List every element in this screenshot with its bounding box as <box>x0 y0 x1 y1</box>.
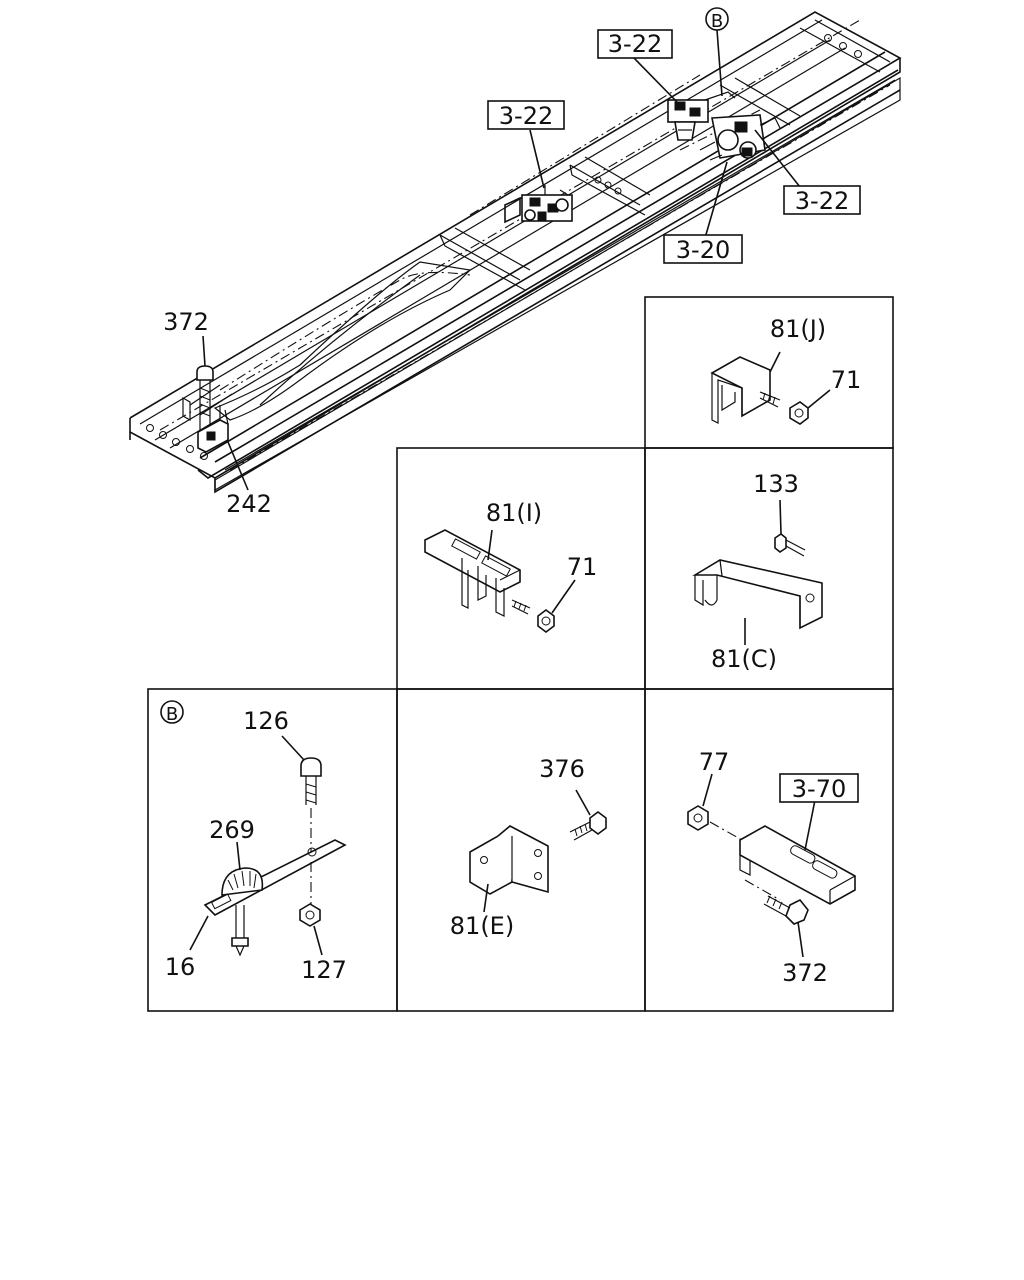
label-376: 376 <box>539 755 585 783</box>
label-77: 77 <box>699 748 730 776</box>
panel-81i: 81(I) 71 <box>424 499 598 633</box>
ref-box-3-20[interactable]: 3-20 <box>663 234 743 264</box>
label-81j: 81(J) <box>770 315 826 343</box>
valve-assembly-center <box>504 185 573 224</box>
label-372-main: 372 <box>163 308 209 336</box>
bolt-372-panel <box>763 895 809 925</box>
nut-127 <box>299 903 321 927</box>
clamp-269 <box>221 867 264 896</box>
nut-77 <box>687 805 709 831</box>
callout-b-panel: B <box>160 700 184 725</box>
label-242-main: 242 <box>226 490 272 518</box>
bolt-81j <box>759 391 781 408</box>
bracket-81e <box>469 825 549 895</box>
label-71-i: 71 <box>567 553 598 581</box>
svg-text:3-22: 3-22 <box>795 187 849 215</box>
bolt-372-frame <box>182 365 214 430</box>
svg-text:3-22: 3-22 <box>499 102 553 130</box>
svg-text:3-20: 3-20 <box>676 236 730 264</box>
bracket-3-70 <box>739 825 856 905</box>
label-16: 16 <box>165 953 196 981</box>
label-133: 133 <box>753 470 799 498</box>
callout-b-main: B <box>705 7 729 32</box>
bracket-16 <box>203 839 347 957</box>
chassis-frame <box>129 11 902 494</box>
svg-text:B: B <box>166 704 178 725</box>
bolt-133 <box>774 533 806 557</box>
nut-71-i <box>537 609 555 633</box>
label-127: 127 <box>301 956 347 984</box>
ref-box-3-22-top[interactable]: 3-22 <box>597 29 673 59</box>
bracket-81i <box>424 529 521 617</box>
svg-text:3-70: 3-70 <box>792 775 846 803</box>
label-81i: 81(I) <box>486 499 542 527</box>
panel-81j: 81(J) 71 <box>710 315 862 425</box>
panel-81e: 376 81(E) <box>450 755 607 940</box>
valve-assembly-upper <box>667 91 736 141</box>
ref-box-3-70[interactable]: 3-70 <box>779 773 859 803</box>
bracket-81j <box>710 356 771 424</box>
panel-3-70: 3-70 77 372 <box>687 748 859 987</box>
svg-text:B: B <box>711 11 723 32</box>
bolt-376 <box>569 811 607 841</box>
label-71-j: 71 <box>831 366 862 394</box>
panel-grid <box>147 296 894 1012</box>
label-269: 269 <box>209 816 255 844</box>
bracket-81c <box>692 559 823 630</box>
bracket-242-frame <box>197 405 229 453</box>
nut-71-j <box>789 401 809 425</box>
bolt-81i <box>511 599 531 615</box>
valve-assembly-right <box>699 114 781 161</box>
ref-box-3-22-left[interactable]: 3-22 <box>487 100 565 130</box>
label-81e: 81(E) <box>450 912 514 940</box>
panel-b: B 126 269 16 127 <box>160 700 347 984</box>
svg-text:3-22: 3-22 <box>608 30 662 58</box>
label-81c: 81(C) <box>711 645 777 673</box>
bolt-126 <box>300 757 322 805</box>
panel-81c: 133 81(C) <box>692 470 823 673</box>
ref-box-3-22-right[interactable]: 3-22 <box>783 185 861 215</box>
label-126: 126 <box>243 707 289 735</box>
label-372-panel: 372 <box>782 959 828 987</box>
